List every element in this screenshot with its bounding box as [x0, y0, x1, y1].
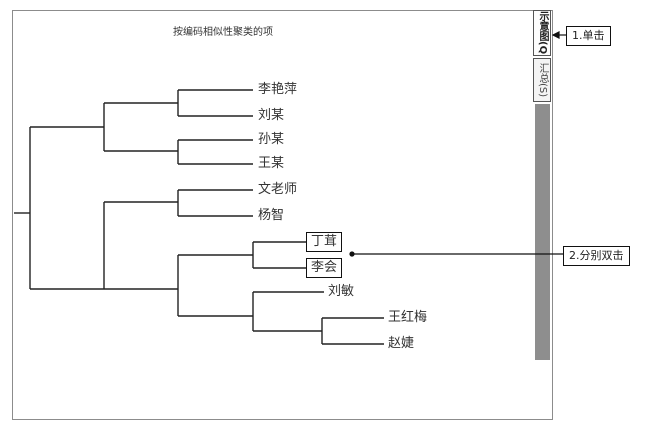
- step2-callout: 2.分别双击: [563, 246, 630, 266]
- leaf-label-selected[interactable]: 李会: [306, 258, 343, 278]
- vertical-scrollbar[interactable]: [535, 104, 550, 360]
- leaf-label[interactable]: 杨智: [258, 208, 285, 223]
- chart-title: 按编码相似性聚类的项: [173, 27, 273, 38]
- leaf-label[interactable]: 刘敏: [328, 284, 355, 299]
- leaf-label[interactable]: 孙某: [258, 132, 285, 147]
- leaf-label[interactable]: 李艳萍: [258, 82, 298, 97]
- leaf-label[interactable]: 王某: [258, 156, 285, 171]
- leaf-label[interactable]: 赵婕: [388, 336, 415, 351]
- cluster-analysis-panel: 按编码相似性聚类的项: [12, 10, 553, 420]
- leaf-label[interactable]: 文老师: [258, 182, 298, 197]
- step1-callout: 1.单击: [566, 26, 611, 46]
- view-tab-strip: 示意图(Q) 汇总(S): [533, 10, 552, 360]
- leaf-label-selected[interactable]: 丁茸: [306, 232, 343, 252]
- tab-diagram[interactable]: 示意图(Q): [533, 10, 551, 56]
- leaf-label[interactable]: 刘某: [258, 108, 285, 123]
- leaf-label[interactable]: 王红梅: [388, 310, 428, 325]
- tab-summary[interactable]: 汇总(S): [533, 58, 551, 102]
